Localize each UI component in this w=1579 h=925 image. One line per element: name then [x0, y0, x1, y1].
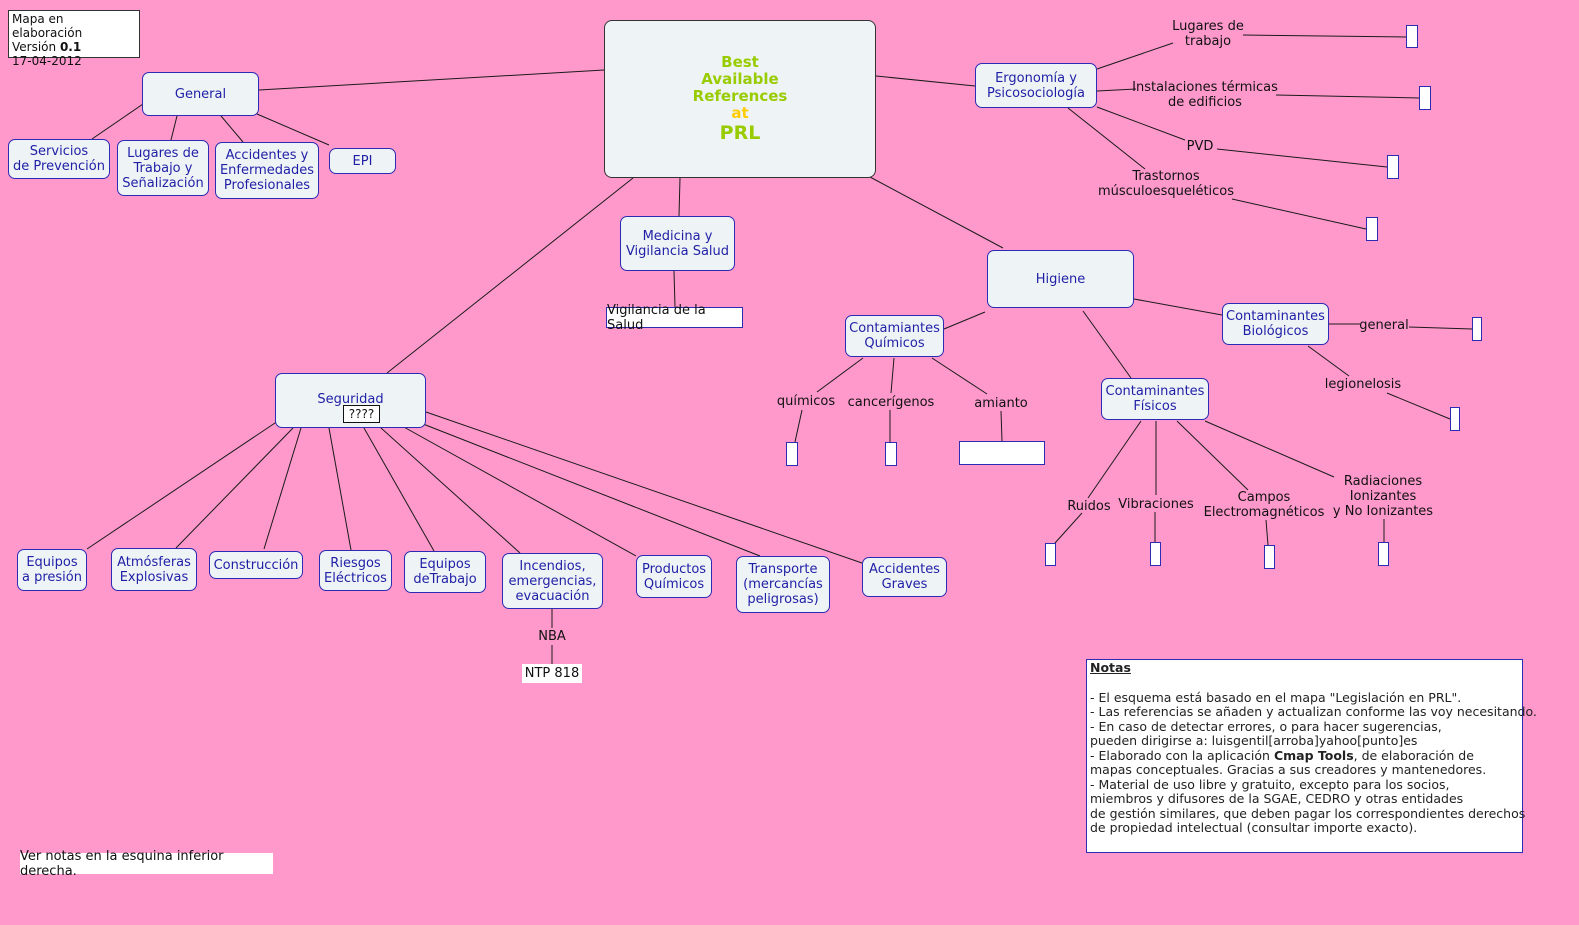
link-pvd: PVD — [1186, 139, 1214, 154]
version-number: 0.1 — [59, 40, 82, 54]
notes-line: - Las referencias se añaden y actualizan… — [1090, 704, 1537, 719]
notes-line: - Material de uso libre y gratuito, exce… — [1090, 776, 1450, 792]
central-line-3: References — [692, 87, 788, 105]
link-radiaciones: Radiaciones Ionizantes y No Ionizantes — [1332, 474, 1434, 519]
node-atmosferas-explosivas[interactable]: Atmósferas Explosivas — [111, 548, 197, 591]
resource-legionelosis[interactable] — [1450, 407, 1460, 431]
notes-line: miembros y difusores de la SGAE, CEDRO y… — [1090, 791, 1464, 806]
link-trastornos: Trastornos músculoesqueléticos — [1097, 169, 1235, 199]
resource-trastornos[interactable] — [1366, 217, 1378, 241]
seguridad-placeholder[interactable]: ???? — [343, 405, 380, 423]
notes-cmap-suffix: , de elaboración de — [1353, 747, 1474, 763]
link-ruidos: Ruidos — [1067, 499, 1111, 514]
resource-ruidos[interactable] — [1045, 543, 1056, 566]
map-date: 17-04-2012 — [12, 54, 82, 68]
central-line-4: at — [731, 104, 749, 122]
notes-title: Notas — [1090, 660, 1131, 675]
notes-line: pueden dirigirse a: luisgentil[arroba]ya… — [1090, 733, 1418, 748]
node-incendios-emergencias[interactable]: Incendios, emergencias, evacuación — [502, 553, 603, 609]
node-accidentes-graves[interactable]: Accidentes Graves — [862, 557, 947, 597]
node-contaminantes-biologicos[interactable]: Contaminantes Biológicos — [1222, 303, 1329, 345]
node-higiene[interactable]: Higiene — [987, 250, 1134, 308]
notes-line: - El esquema está basado en el mapa "Leg… — [1090, 689, 1462, 705]
node-lugares-trabajo-senalizacion[interactable]: Lugares de Trabajo y Señalización — [117, 140, 209, 196]
resource-cancerigenos[interactable] — [885, 442, 897, 466]
node-contaminantes-quimicos[interactable]: Contamiantes Químicos — [845, 315, 944, 357]
node-construccion[interactable]: Construcción — [209, 551, 303, 579]
map-status: Mapa en elaboración — [12, 12, 83, 40]
central-concept[interactable]: Best Available References at PRL — [604, 20, 876, 178]
notes-line: de gestión similares, que deben pagar lo… — [1090, 805, 1526, 821]
notes-line: - Elaborado con la aplicación Cmap Tools… — [1090, 747, 1519, 764]
resource-general-biologicos[interactable] — [1472, 317, 1482, 341]
resource-ntp-818[interactable]: NTP 818 — [522, 664, 582, 683]
notes-panel: Notas - El esquema está basado en el map… — [1086, 659, 1537, 853]
link-lugares-de-trabajo: Lugares de trabajo — [1172, 19, 1244, 49]
node-equipos-presion[interactable]: Equipos a presión — [17, 549, 87, 591]
version-label: Versión — [12, 40, 60, 54]
link-amianto: amianto — [974, 396, 1028, 411]
map-info-box: Mapa en elaboración Versión 0.1 17-04-20… — [8, 10, 140, 68]
node-accidentes-enfermedades[interactable]: Accidentes y Enfermedades Profesionales — [215, 142, 319, 199]
link-nba: NBA — [538, 629, 566, 644]
node-riesgos-electricos[interactable]: Riesgos Eléctricos — [319, 550, 392, 591]
node-epi[interactable]: EPI — [329, 148, 396, 174]
link-general-biologicos: general — [1359, 318, 1409, 333]
resource-campos-electromagneticos[interactable] — [1264, 545, 1275, 569]
node-ergonomia-psicosociologia[interactable]: Ergonomía y Psicosociología — [975, 63, 1097, 108]
link-cancerigenos: cancerígenos — [847, 395, 935, 410]
link-legionelosis: legionelosis — [1324, 377, 1402, 392]
central-line-5: PRL — [719, 122, 761, 144]
resource-amianto[interactable] — [959, 441, 1045, 465]
notes-line: mapas conceptuales. Gracias a sus creado… — [1090, 762, 1487, 777]
node-equipos-trabajo[interactable]: Equipos deTrabajo — [404, 551, 486, 593]
link-quimicos: químicos — [776, 394, 836, 409]
notes-line: de propiedad intelectual (consultar impo… — [1090, 820, 1418, 835]
resource-pvd[interactable] — [1387, 155, 1399, 179]
link-instalaciones-termicas: Instalaciones térmicas de edificios — [1132, 80, 1278, 110]
resource-lugares-de-trabajo[interactable] — [1406, 25, 1418, 48]
resource-vigilancia-salud[interactable]: Vigilancia de la Salud — [606, 303, 743, 333]
link-campos-electromagneticos: Campos Electromagnéticos — [1203, 490, 1325, 520]
resource-radiaciones[interactable] — [1378, 542, 1389, 566]
node-transporte-mercancias[interactable]: Transporte (mercancías peligrosas) — [736, 556, 830, 613]
link-vibraciones: Vibraciones — [1118, 497, 1194, 512]
central-line-1: Best — [721, 53, 759, 71]
resource-instalaciones-termicas[interactable] — [1419, 86, 1431, 110]
notes-cmap-prefix: - Elaborado con la aplicación — [1090, 747, 1274, 763]
node-general[interactable]: General — [142, 72, 259, 116]
notes-line: - En caso de detectar errores, o para ha… — [1090, 718, 1442, 734]
resource-quimicos[interactable] — [786, 442, 798, 466]
node-contaminantes-fisicos[interactable]: Contaminantes Físicos — [1101, 378, 1209, 420]
node-seguridad-label: Seguridad — [317, 392, 384, 407]
notes-cmap-tools: Cmap Tools — [1273, 747, 1354, 763]
resource-vibraciones[interactable] — [1150, 542, 1161, 566]
ver-notas-label: Ver notas en la esquina inferior derecha… — [20, 849, 273, 879]
node-productos-quimicos[interactable]: Productos Químicos — [636, 555, 712, 598]
node-medicina-vigilancia[interactable]: Medicina y Vigilancia Salud — [620, 216, 735, 271]
node-servicios-prevencion[interactable]: Servicios de Prevención — [8, 139, 110, 179]
central-line-2: Available — [701, 70, 779, 88]
